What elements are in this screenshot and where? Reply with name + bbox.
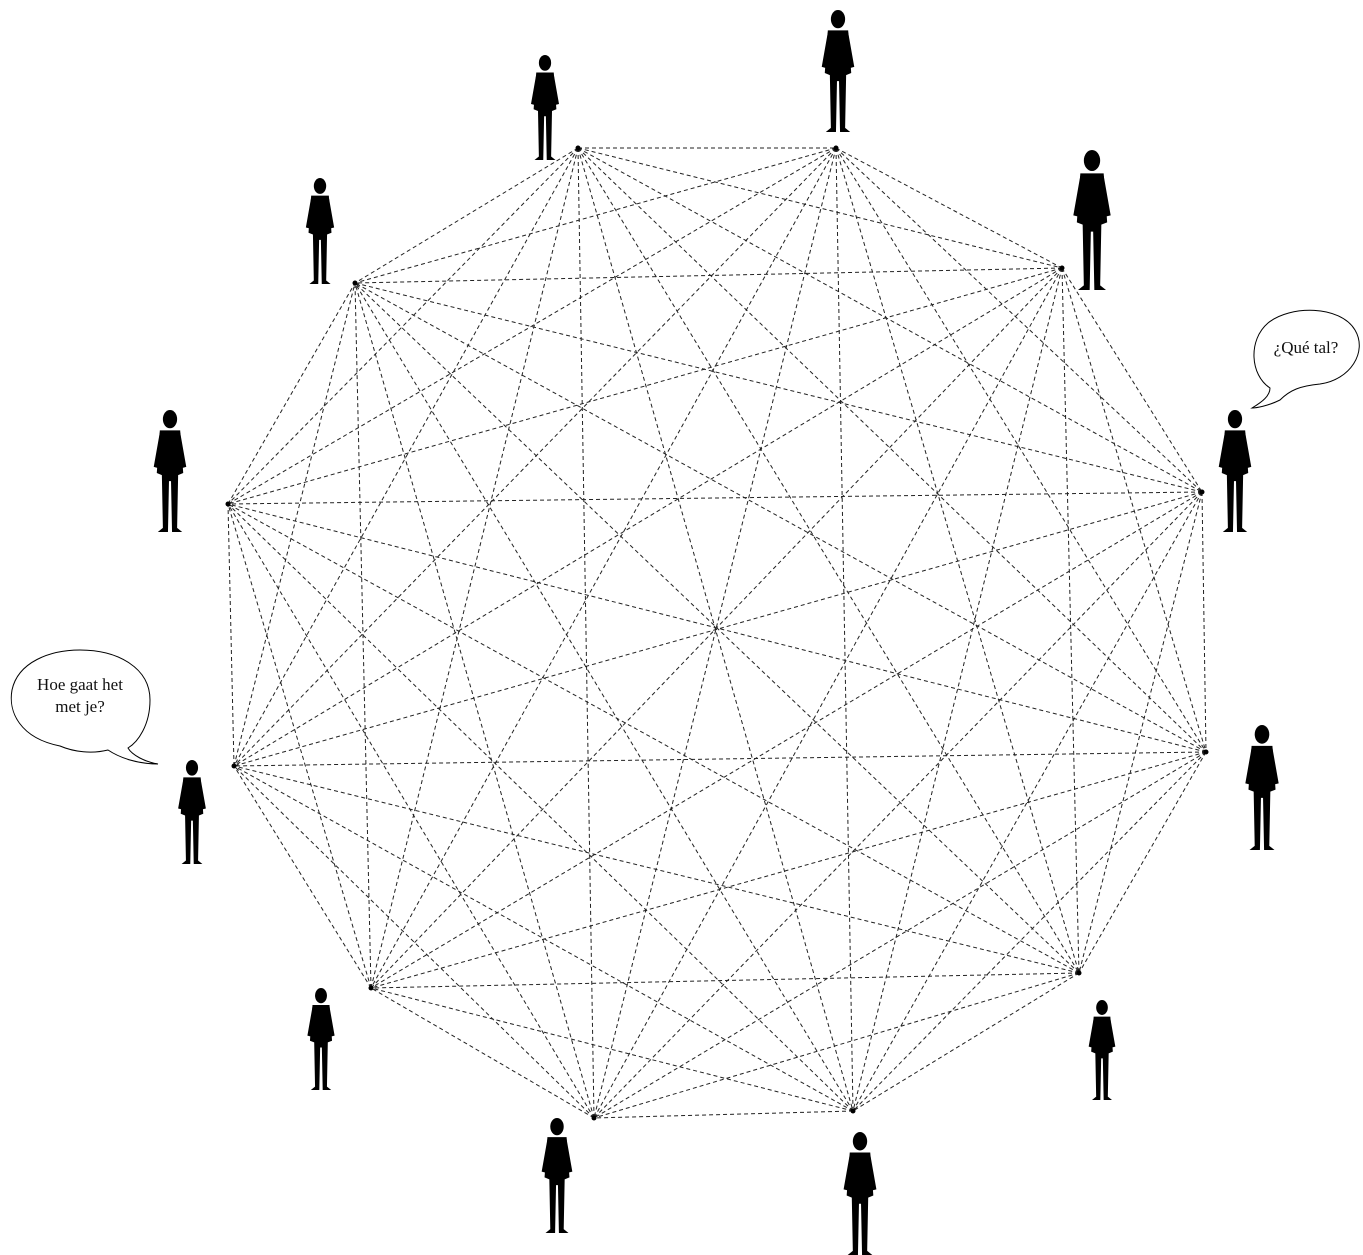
node-0 bbox=[575, 145, 581, 151]
nodes-layer bbox=[225, 145, 1209, 1121]
node-9 bbox=[231, 763, 237, 769]
node-6 bbox=[850, 1108, 856, 1114]
edge-5-11 bbox=[354, 282, 1080, 974]
person-silhouette-icon bbox=[307, 988, 335, 1090]
bubble-spanish-line-1: ¿Qué tal? bbox=[1274, 338, 1339, 357]
edge-2-5 bbox=[1061, 267, 1080, 974]
edge-6-11 bbox=[354, 282, 854, 1112]
edge-0-5 bbox=[577, 147, 1080, 974]
people-layer bbox=[153, 10, 1279, 1255]
edge-2-11 bbox=[354, 267, 1063, 284]
edge-0-9 bbox=[233, 147, 579, 767]
edge-3-7 bbox=[593, 491, 1203, 1119]
edge-1-11 bbox=[354, 147, 837, 284]
edge-7-11 bbox=[354, 282, 595, 1119]
person-silhouette-icon bbox=[843, 1132, 877, 1255]
edge-6-9 bbox=[233, 765, 854, 1112]
bubble-dutch-line-1: Hoe gaat het bbox=[37, 675, 123, 694]
person-silhouette-icon bbox=[531, 55, 559, 160]
edge-1-6 bbox=[835, 147, 854, 1112]
bubble-dutch-line-2: met je? bbox=[55, 697, 105, 716]
node-1 bbox=[833, 145, 839, 151]
person-silhouette-icon bbox=[1245, 725, 1279, 850]
edge-0-4 bbox=[577, 147, 1207, 753]
edge-3-5 bbox=[1078, 491, 1203, 974]
edge-0-2 bbox=[577, 147, 1063, 269]
edge-1-2 bbox=[835, 147, 1063, 269]
edge-6-10 bbox=[227, 503, 854, 1112]
person-silhouette-icon bbox=[178, 760, 206, 864]
node-10 bbox=[225, 501, 231, 507]
edge-1-7 bbox=[593, 147, 837, 1119]
edge-2-3 bbox=[1061, 267, 1203, 493]
person-silhouette-icon bbox=[305, 178, 335, 284]
edge-6-8 bbox=[370, 987, 854, 1112]
edge-5-9 bbox=[233, 765, 1080, 974]
edge-2-7 bbox=[593, 267, 1063, 1119]
edge-2-10 bbox=[227, 267, 1063, 505]
edge-4-8 bbox=[370, 751, 1207, 989]
edge-1-4 bbox=[835, 147, 1207, 753]
edge-5-7 bbox=[593, 972, 1080, 1119]
edge-3-8 bbox=[370, 491, 1203, 989]
speech-bubble-spanish: ¿Qué tal? bbox=[1250, 309, 1360, 409]
edge-3-10 bbox=[227, 491, 1203, 505]
node-11 bbox=[352, 280, 358, 286]
edge-4-6 bbox=[852, 751, 1207, 1112]
node-7 bbox=[591, 1115, 597, 1121]
person-silhouette-icon bbox=[821, 10, 855, 133]
person-silhouette-icon bbox=[153, 410, 187, 532]
edge-0-10 bbox=[227, 147, 579, 505]
person-silhouette-icon bbox=[1218, 410, 1252, 532]
edge-8-10 bbox=[227, 503, 372, 989]
person-silhouette-icon bbox=[1088, 1000, 1116, 1100]
node-4 bbox=[1203, 749, 1209, 755]
speech-bubble-dutch: Hoe gaat het met je? bbox=[10, 649, 159, 765]
edge-2-4 bbox=[1061, 267, 1207, 753]
edge-0-7 bbox=[577, 147, 595, 1119]
node-3 bbox=[1199, 489, 1205, 495]
edge-7-8 bbox=[370, 987, 595, 1119]
edge-0-8 bbox=[370, 147, 579, 989]
edge-0-3 bbox=[577, 147, 1203, 493]
edge-3-4 bbox=[1201, 491, 1207, 753]
edge-10-11 bbox=[227, 282, 356, 505]
edge-5-6 bbox=[852, 972, 1080, 1112]
edge-8-11 bbox=[354, 282, 372, 989]
edge-6-7 bbox=[593, 1110, 854, 1119]
node-8 bbox=[368, 985, 374, 991]
edge-2-9 bbox=[233, 267, 1063, 767]
edge-7-10 bbox=[227, 503, 595, 1119]
edges-layer bbox=[227, 147, 1207, 1119]
edge-5-8 bbox=[370, 972, 1080, 989]
edge-1-10 bbox=[227, 147, 837, 505]
edge-1-5 bbox=[835, 147, 1080, 974]
edge-4-9 bbox=[233, 751, 1207, 767]
edge-5-10 bbox=[227, 503, 1080, 974]
edge-9-10 bbox=[227, 503, 235, 767]
edge-2-6 bbox=[852, 267, 1063, 1112]
edge-4-5 bbox=[1078, 751, 1207, 974]
edge-4-11 bbox=[354, 282, 1207, 753]
node-2 bbox=[1059, 265, 1065, 271]
edge-1-9 bbox=[233, 147, 837, 767]
edge-1-8 bbox=[370, 147, 837, 989]
node-5 bbox=[1076, 970, 1082, 976]
person-silhouette-icon bbox=[1073, 150, 1111, 290]
edge-3-11 bbox=[354, 282, 1203, 493]
edge-8-9 bbox=[233, 765, 372, 989]
edge-9-11 bbox=[233, 282, 356, 767]
person-silhouette-icon bbox=[541, 1118, 573, 1233]
edge-0-11 bbox=[354, 147, 579, 284]
edge-7-9 bbox=[233, 765, 595, 1119]
edge-3-6 bbox=[852, 491, 1203, 1112]
